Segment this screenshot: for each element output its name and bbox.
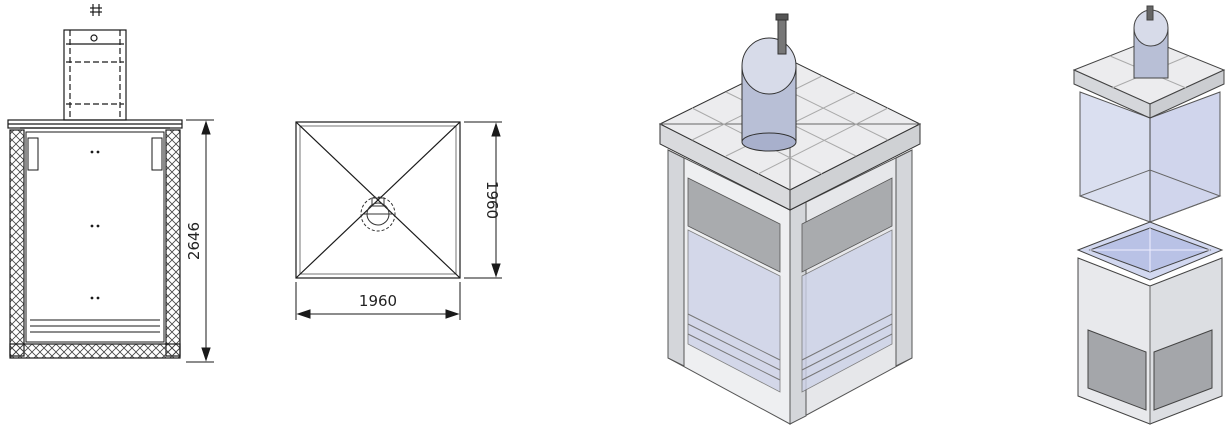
isometric-assembled-view	[658, 13, 922, 425]
section-view: 2646	[7, 4, 214, 363]
vent-cylinder	[741, 13, 797, 152]
outlet-plan-symbol	[360, 196, 396, 232]
lid	[7, 119, 183, 129]
depth-label: 1960	[483, 181, 501, 219]
louvers	[687, 313, 893, 381]
wall-section	[9, 129, 181, 359]
height-label: 2646	[185, 222, 203, 260]
interior	[25, 131, 165, 343]
depth-dimension	[464, 121, 502, 279]
width-dimension	[295, 282, 461, 320]
outlet-pipe	[63, 4, 127, 121]
upper-module	[1072, 5, 1226, 223]
plan-outline	[295, 121, 461, 279]
plan-view: 1960 1960	[295, 121, 502, 320]
lower-module	[1076, 221, 1224, 425]
width-label: 1960	[359, 292, 397, 310]
height-dimension	[186, 119, 214, 363]
isometric-exploded-view	[1072, 5, 1226, 425]
grey-panels	[687, 177, 893, 273]
glass-panels	[687, 229, 893, 393]
